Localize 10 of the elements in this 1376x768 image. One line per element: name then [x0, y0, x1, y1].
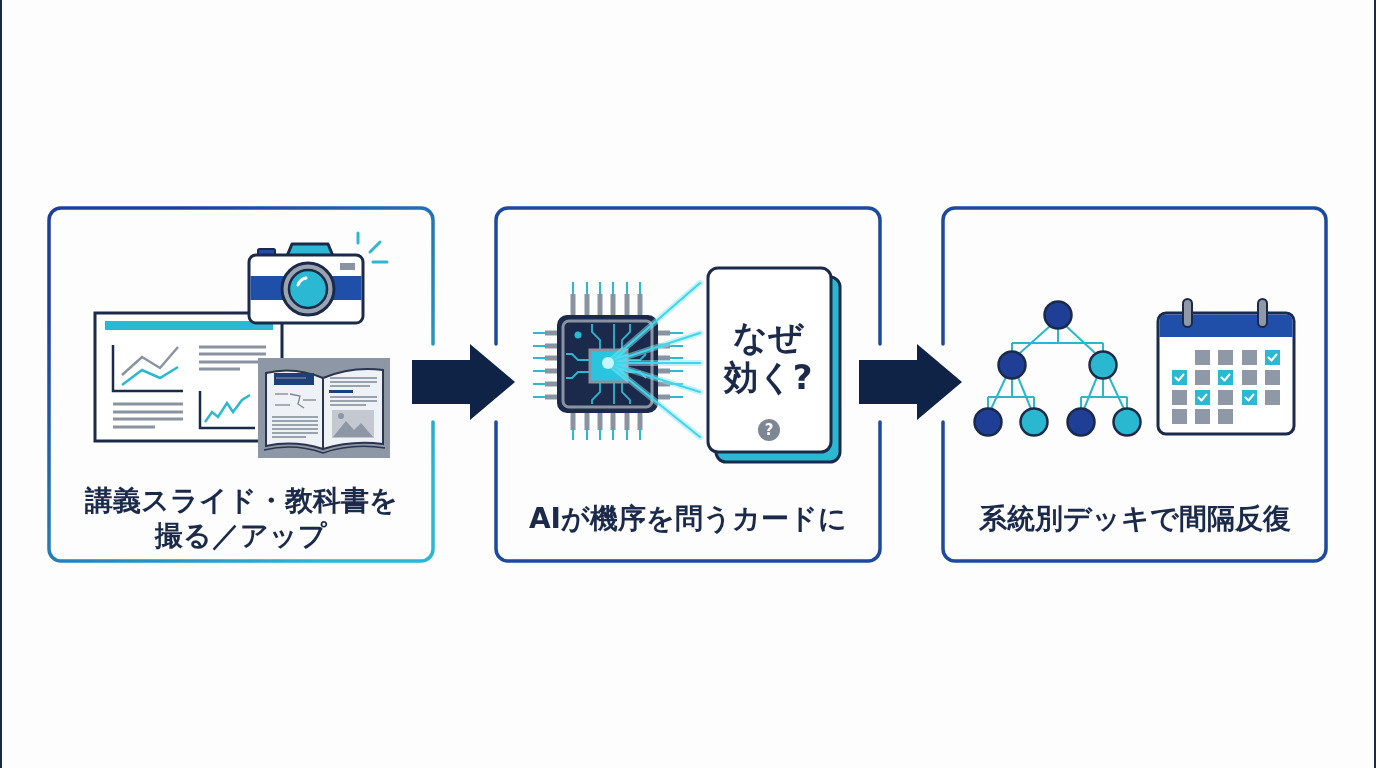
- flash-card: [706, 266, 842, 464]
- card-question: なぜ効く?: [722, 317, 814, 397]
- arrow: [412, 344, 515, 420]
- step-panel: [941, 206, 1328, 563]
- step-caption: AIが機序を問うカードに: [528, 500, 848, 536]
- step-panel: [47, 206, 435, 563]
- step-panel: [494, 206, 882, 563]
- step-caption: 講義スライド・教科書を撮る／アップ: [83, 483, 399, 553]
- arrow: [859, 344, 962, 420]
- step-caption: 系統別デッキで間隔反復: [978, 500, 1291, 536]
